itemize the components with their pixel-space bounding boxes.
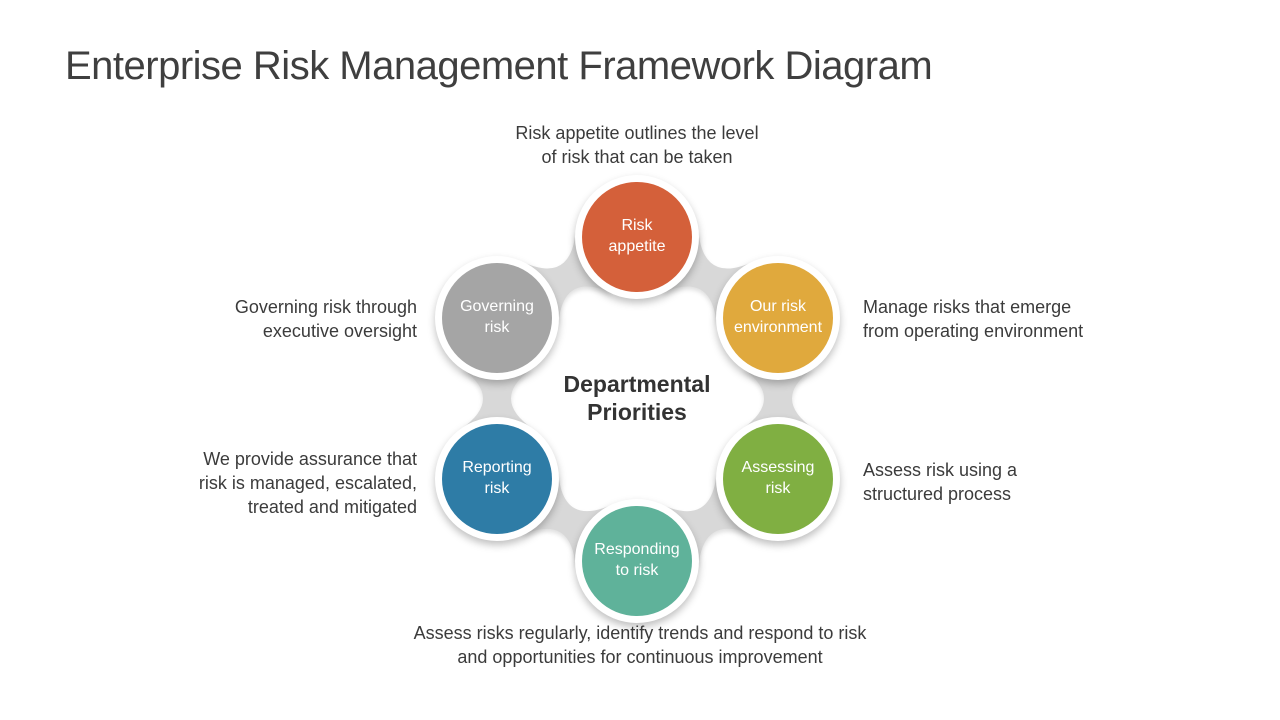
annotation-risk-appetite: Risk appetite outlines the level of risk… [515, 123, 759, 167]
node-label: Assessing risk [741, 459, 815, 497]
annotation-governing-risk: Governing risk through executive oversig… [234, 297, 417, 341]
node-assessing-risk: Assessing risk [716, 417, 840, 541]
connector-band [521, 473, 613, 567]
node-label: Responding to risk [594, 541, 680, 579]
node-label: Reporting risk [462, 459, 532, 497]
our-risk-environment-circle: Our risk environment [723, 263, 833, 373]
risk-appetite-circle: Risk appetite [582, 182, 692, 292]
node-reporting-risk: Reporting risk [435, 417, 559, 541]
responding-to-risk-circle: Responding to risk [582, 506, 692, 616]
node-our-risk-environment: Our risk environment [716, 256, 840, 380]
annotation-reporting-risk: We provide assurance that risk is manage… [198, 449, 417, 517]
assessing-risk-circle: Assessing risk [723, 424, 833, 534]
annotation-our-risk-environment: Manage risks that emerge from operating … [863, 297, 1084, 341]
connector-band [522, 230, 612, 325]
governing-risk-circle: Governing risk [442, 263, 552, 373]
connector-band [742, 368, 814, 429]
node-label: Risk appetite [608, 217, 666, 255]
annotation-responding-to-risk: Assess risks regularly, identify trends … [413, 623, 867, 667]
node-label: Our risk environment [733, 298, 823, 336]
node-label: Governing risk [460, 298, 534, 336]
node-risk-appetite: Risk appetite [575, 175, 699, 299]
node-governing-risk: Governing risk [435, 256, 559, 380]
center-label: Departmental Priorities [563, 371, 711, 425]
connector-band [461, 368, 533, 429]
page-title: Enterprise Risk Management Framework Dia… [65, 44, 933, 88]
node-responding-to-risk: Responding to risk [575, 499, 699, 623]
annotation-assessing-risk: Assess risk using a structured process [863, 460, 1018, 504]
reporting-risk-circle: Reporting risk [442, 424, 552, 534]
